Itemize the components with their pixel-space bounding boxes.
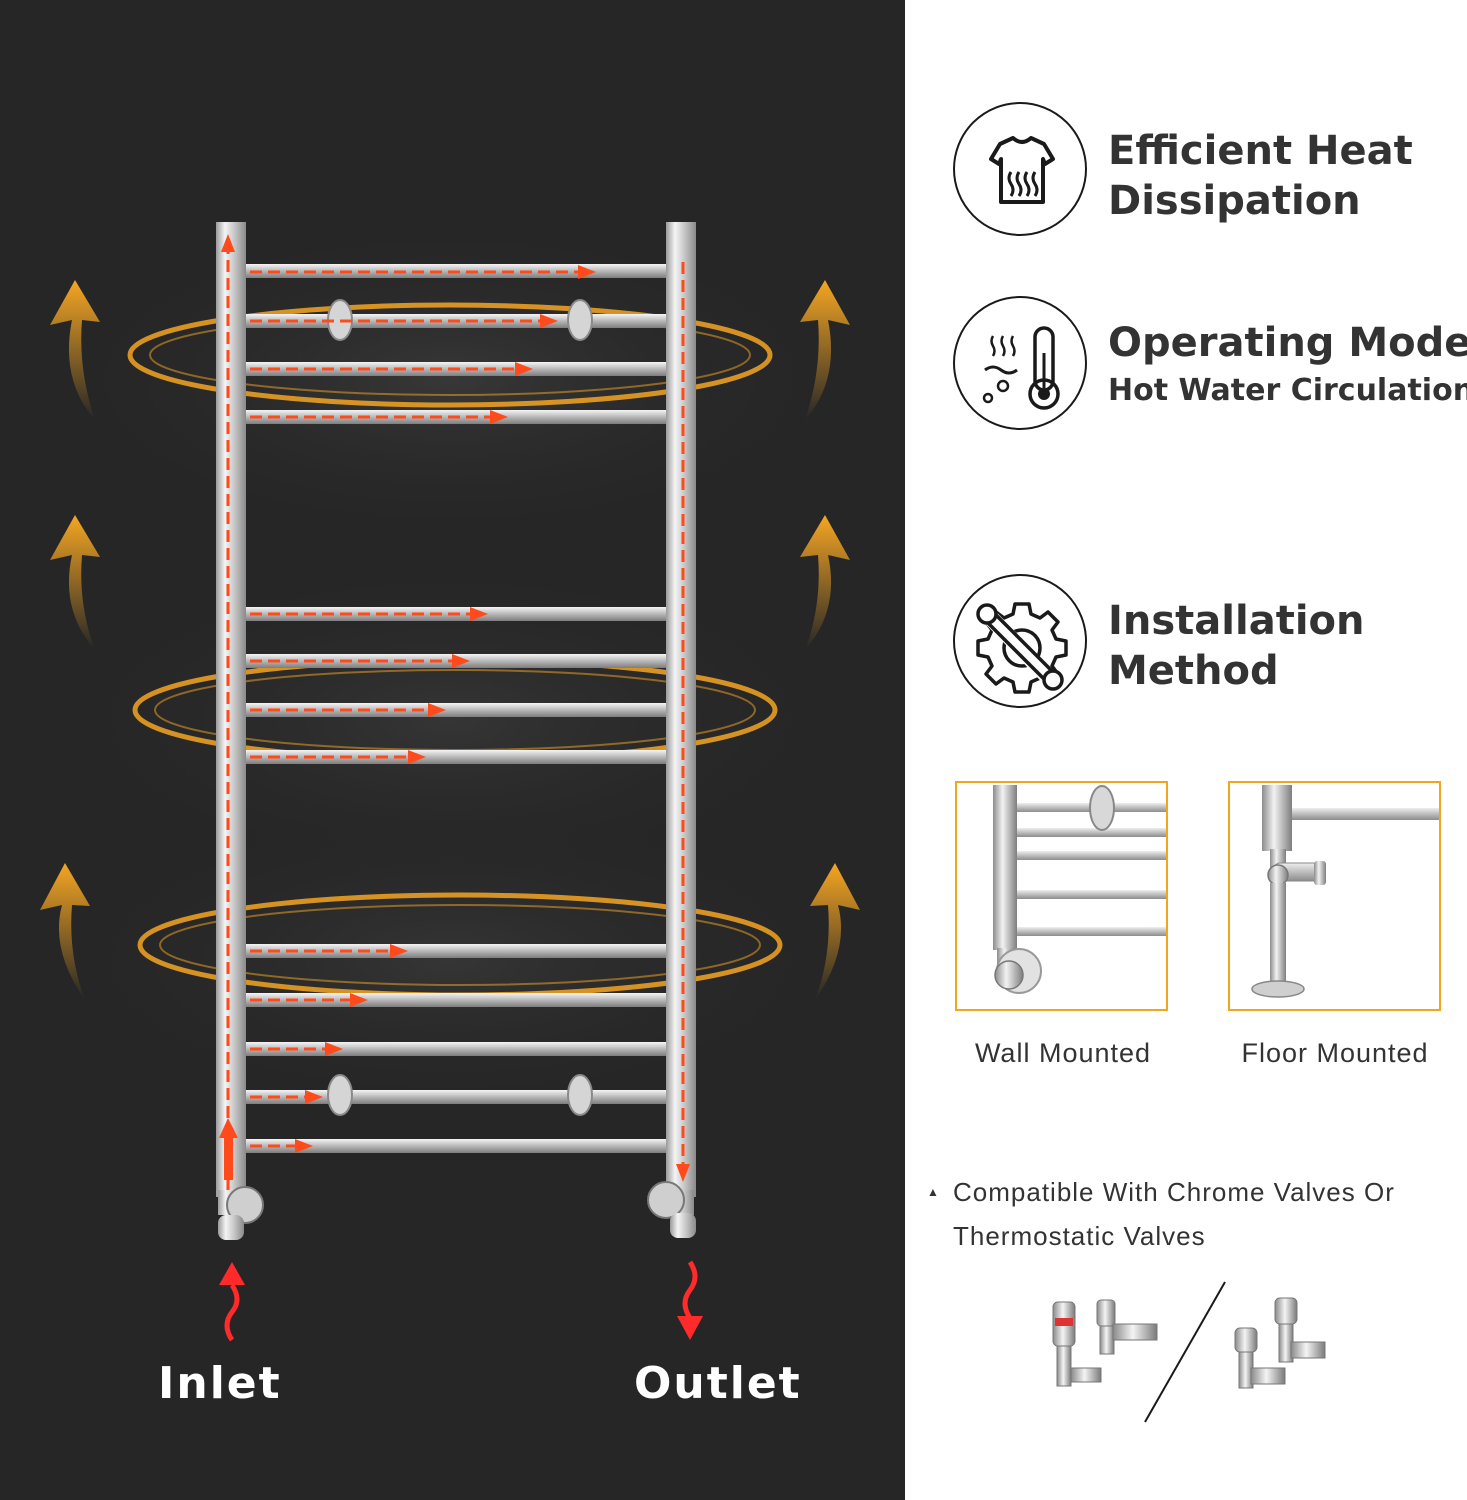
note-line-1: Compatible With Chrome Valves Or (953, 1177, 1395, 1207)
feature-title: Dissipation (1108, 178, 1361, 224)
gear-wrench-icon (953, 574, 1087, 708)
note-line-2: Thermostatic Valves (953, 1221, 1206, 1251)
shirt-heat-icon (953, 102, 1087, 236)
flow-arrowheads (219, 234, 690, 1182)
wall-mounted-caption: Wall Mounted (974, 1038, 1152, 1068)
floor-mounted-caption: Floor Mounted (1241, 1038, 1429, 1068)
valves-image (1052, 1281, 1326, 1423)
feature-subtitle: Hot Water Circulation (1108, 373, 1467, 408)
radiator-illustration-panel: Inlet Outlet (0, 0, 905, 1500)
outlet-label: Outlet (634, 1358, 802, 1409)
inlet-label: Inlet (158, 1358, 282, 1409)
feature-title: Installation (1108, 598, 1365, 644)
water-flow-arrows (226, 250, 685, 1190)
features-panel: Efficient Heat Dissipation (905, 0, 1467, 1500)
thermometer-water-icon (953, 296, 1087, 430)
feature-title: Efficient Heat (1108, 128, 1413, 174)
feature-title: Operating Mode (1108, 320, 1467, 366)
radiator-illustration (30, 210, 870, 1342)
wall-mounted-image (955, 781, 1168, 1011)
inlet-arrow-icon (219, 1262, 245, 1342)
valve-compatibility-note: ▲ Compatible With Chrome Valves Or Therm… (927, 1170, 1395, 1258)
floor-mounted-image (1228, 781, 1441, 1011)
triangle-bullet-icon: ▲ (927, 1185, 940, 1199)
outlet-arrow-icon (677, 1260, 703, 1340)
radiator-valves (218, 1181, 696, 1240)
heat-up-arrows (40, 280, 860, 1000)
feature-title: Method (1108, 648, 1279, 694)
